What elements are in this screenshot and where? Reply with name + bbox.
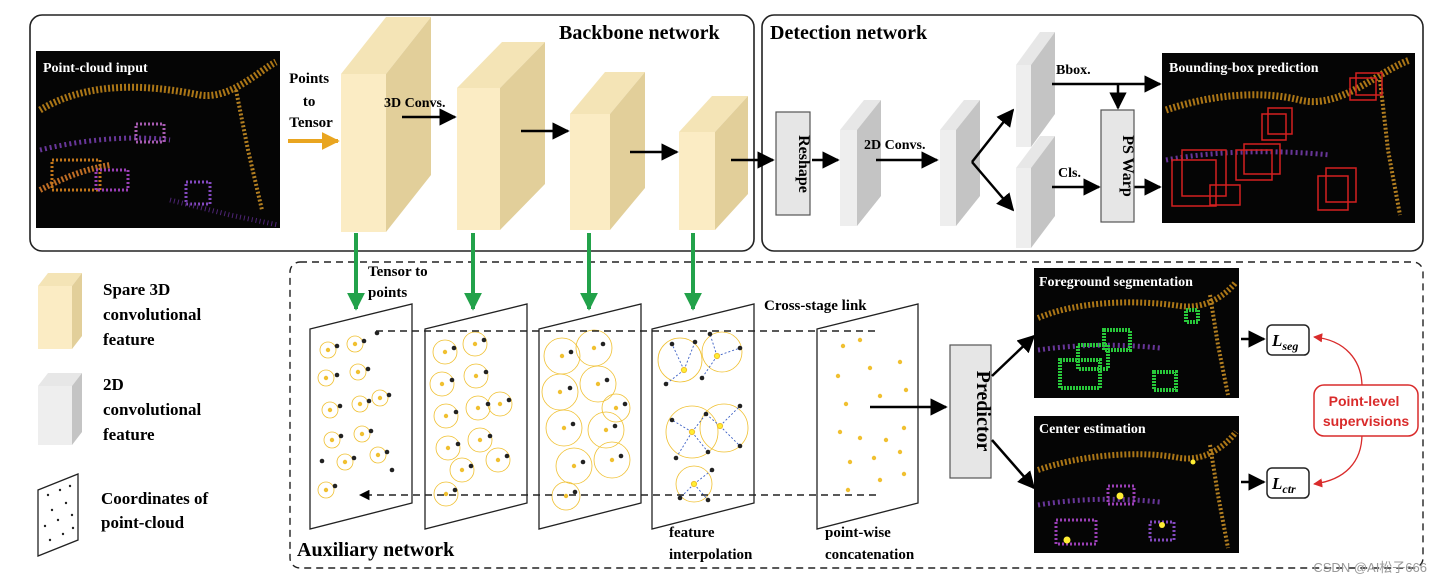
points-to-tensor-line-1: Points xyxy=(289,71,329,87)
detection-title: Detection network xyxy=(770,22,928,44)
point-plane-1 xyxy=(309,303,413,530)
feature-interpolation-label: feature interpolation xyxy=(669,525,753,563)
ps-warp-label: PS Warp xyxy=(1119,135,1136,197)
cls-label: Cls. xyxy=(1058,166,1081,181)
bbox-label: Bbox. xyxy=(1056,63,1091,78)
bounding-box-prediction-label: Bounding-box prediction xyxy=(1169,61,1319,76)
l-ctr-main: L xyxy=(1271,474,1282,493)
legend-coords-line-2: point-cloud xyxy=(101,513,185,532)
l-seg-box xyxy=(1266,324,1310,356)
legend-dense-icon xyxy=(38,373,82,445)
detection-frame xyxy=(761,14,1424,252)
pointwise-concatenation-line-2: concatenation xyxy=(825,547,915,563)
center-estimation-label: Center estimation xyxy=(1039,422,1146,437)
points-to-tensor-label: Points to Tensor xyxy=(289,71,333,131)
supervision-label: Point-level supervisions xyxy=(1323,393,1410,429)
predictor-to-ctr-arrow xyxy=(991,439,1036,490)
2d-convs-label: 2D Convs. xyxy=(864,138,925,153)
supervision-box xyxy=(1313,384,1419,437)
legend-coords-icon xyxy=(37,473,79,557)
dense-conv-block-cls xyxy=(1016,136,1055,248)
center-estimation-image xyxy=(1034,416,1239,553)
l-seg-sub: seg xyxy=(1281,339,1298,353)
point-plane-2 xyxy=(424,303,528,530)
l-ctr-sub: ctr xyxy=(1282,482,1296,496)
feature-interpolation-line-1: feature xyxy=(669,525,715,541)
supervision-arc-top xyxy=(1313,333,1363,388)
sparse-conv-block-2 xyxy=(457,42,545,230)
dense-conv-block-bbox xyxy=(1016,32,1055,147)
point-plane-4 xyxy=(651,303,755,530)
ps-warp-box xyxy=(1100,109,1135,223)
sparse-conv-block-3 xyxy=(570,72,645,230)
foreground-segmentation-image xyxy=(1034,268,1239,398)
legend-dense-label: 2D convolutional feature xyxy=(103,375,206,444)
point-cloud-input-label: Point-cloud input xyxy=(43,61,148,76)
dense-conv-block-1 xyxy=(840,100,881,226)
predictor-to-seg-arrow xyxy=(991,334,1036,377)
predictor-label: Predictor xyxy=(972,371,994,452)
point-plane-5 xyxy=(816,303,919,530)
l-seg-label: Lseg xyxy=(1271,331,1298,353)
points-to-tensor-line-3: Tensor xyxy=(289,115,333,131)
legend-coords-label: Coordinates of point-cloud xyxy=(101,489,212,532)
legend-sparse-icon xyxy=(38,273,82,349)
point-plane-3 xyxy=(538,303,642,530)
tensor-to-points-line-1: Tensor to xyxy=(368,264,428,280)
watermark: CSDN @AI松子666 xyxy=(1313,560,1427,575)
dense-conv-block-2 xyxy=(940,100,980,226)
legend-coords-line-1: Coordinates of xyxy=(101,489,209,508)
pointwise-concatenation-label: point-wise concatenation xyxy=(825,525,915,563)
predictor-box xyxy=(949,344,992,479)
feature-interpolation-line-2: interpolation xyxy=(669,547,753,563)
legend-sparse-line-1: Spare 3D xyxy=(103,280,170,299)
auxiliary-frame xyxy=(289,261,1424,569)
l-ctr-label: Lctr xyxy=(1271,474,1296,496)
legend-dense-line-3: feature xyxy=(103,425,155,444)
tensor-to-points-line-2: points xyxy=(368,285,407,301)
tensor-to-points-label: Tensor to points xyxy=(368,264,431,301)
reshape-box xyxy=(775,111,811,216)
bounding-box-prediction-image xyxy=(1162,53,1415,223)
legend-sparse-line-2: convolutional xyxy=(103,305,202,324)
backbone-frame xyxy=(29,14,755,252)
branch-arrow-cls xyxy=(971,161,1015,212)
3d-convs-label: 3D Convs. xyxy=(384,96,445,111)
sparse-conv-block-4 xyxy=(679,96,748,230)
foreground-segmentation-label: Foreground segmentation xyxy=(1039,275,1193,290)
legend-sparse-line-3: feature xyxy=(103,330,155,349)
legend-dense-line-2: convolutional xyxy=(103,400,202,419)
reshape-label: Reshape xyxy=(795,135,812,193)
supervision-arc-bottom xyxy=(1313,433,1363,488)
pointwise-concatenation-line-1: point-wise xyxy=(825,525,891,541)
sparse-conv-block-1 xyxy=(341,17,431,232)
branch-arrow-bbox xyxy=(971,108,1015,163)
supervision-line-2: supervisions xyxy=(1323,413,1410,429)
supervision-line-1: Point-level xyxy=(1329,393,1400,409)
points-to-tensor-line-2: to xyxy=(303,94,316,110)
legend-dense-line-1: 2D xyxy=(103,375,124,394)
l-ctr-box xyxy=(1266,467,1310,499)
auxiliary-title: Auxiliary network xyxy=(297,539,455,561)
backbone-title: Backbone network xyxy=(559,22,720,44)
cross-stage-link-label: Cross-stage link xyxy=(764,298,867,314)
point-cloud-input-image xyxy=(36,51,280,228)
legend-sparse-label: Spare 3D convolutional feature xyxy=(103,280,206,349)
l-seg-main: L xyxy=(1271,331,1282,350)
